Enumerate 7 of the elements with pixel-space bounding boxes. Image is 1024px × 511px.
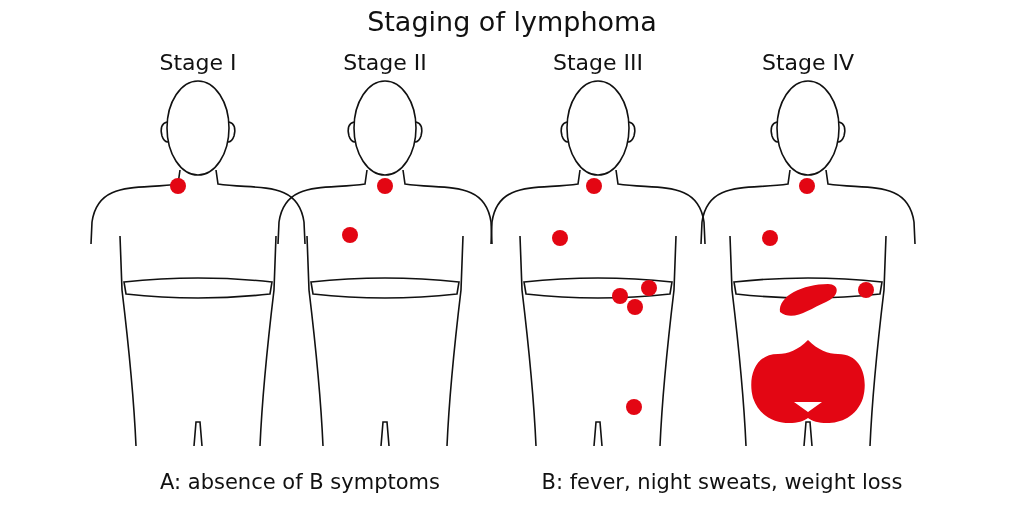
title: Staging of lymphoma (367, 6, 657, 37)
stage-label: Stage IV (761, 50, 855, 75)
stage-label: Stage I (159, 50, 237, 75)
footnote: B: fever, night sweats, weight loss (541, 470, 903, 494)
stage-label: Stage III (553, 50, 643, 75)
footnote: A: absence of B symptoms (160, 470, 440, 494)
stage-label: Stage II (343, 50, 427, 75)
